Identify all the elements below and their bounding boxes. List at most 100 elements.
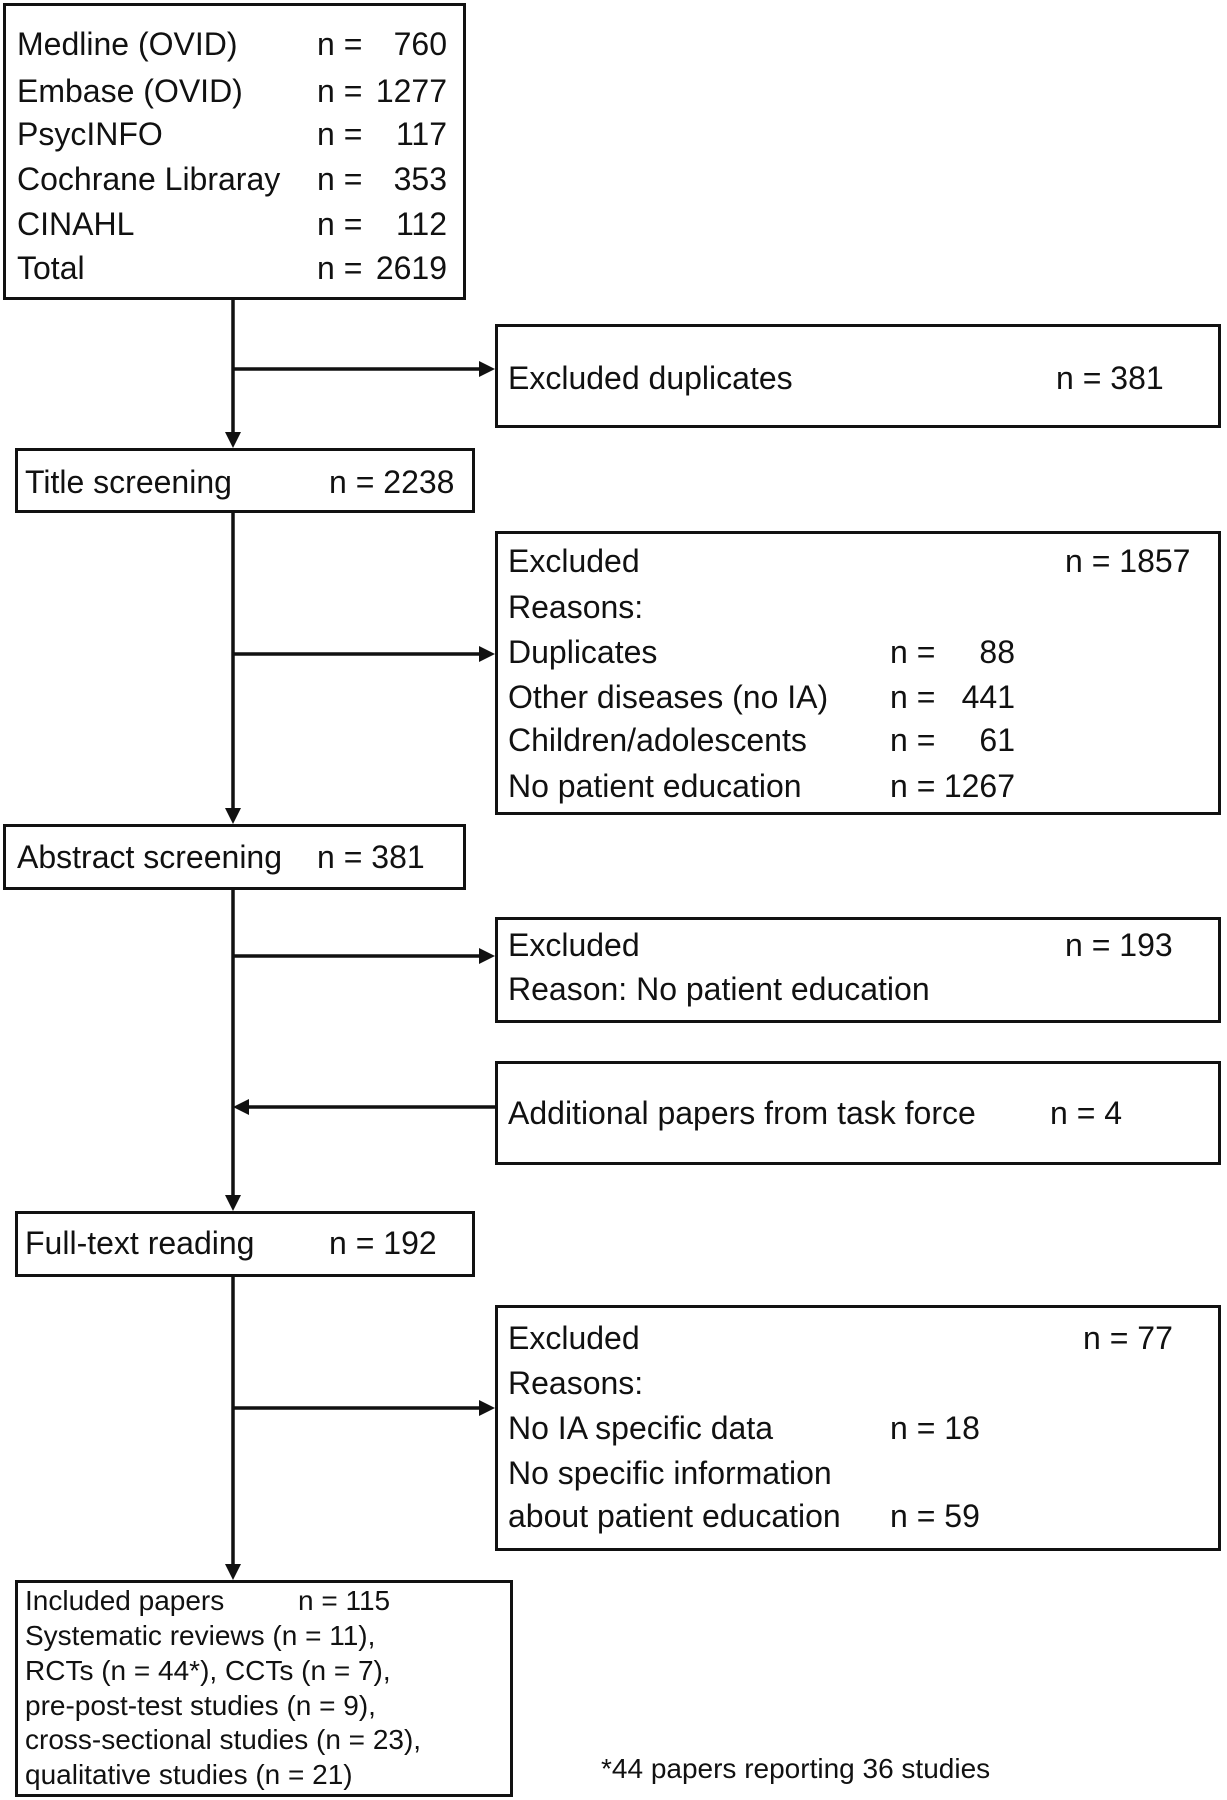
source-row: Embase (OVID) n = 1277 [6,71,463,111]
reason-label: Other diseases (no IA) [508,679,829,715]
source-count: 2619 [375,250,447,286]
included-line-text: pre-post-test studies (n = 9), [25,1690,376,1721]
included-count: n = 115 [298,1585,391,1616]
included-header-row: Included papers n = 115 [18,1584,510,1618]
reason-label: No patient education [508,768,802,804]
source-name: Cochrane Libraray [17,161,281,197]
included-papers-box: Included papers n = 115 Systematic revie… [15,1580,513,1797]
source-name: PsycINFO [17,116,163,152]
source-total-row: Total n = 2619 [6,248,463,288]
arrowhead-right [479,1400,495,1416]
included-line-text: cross-sectional studies (n = 23), [25,1724,422,1755]
title-screening-box: Title screening n = 2238 [15,448,475,513]
database-sources-box: Medline (OVID) n = 760 Embase (OVID) n =… [3,3,466,300]
reason-count: 61 [979,722,1015,758]
source-count: 760 [393,26,447,62]
reason-n-label: n = [890,722,936,758]
source-name: Medline (OVID) [17,26,238,62]
included-line: pre-post-test studies (n = 9), [18,1689,510,1723]
excluded-header-row: Excluded n = 77 [498,1318,1218,1358]
included-line: cross-sectional studies (n = 23), [18,1723,510,1757]
reason-label: Children/adolescents [508,722,807,758]
abstract-screening-box: Abstract screening n = 381 [3,824,466,890]
source-count: 117 [395,116,447,152]
reason-n-label: n = [890,634,936,670]
reason-row: Reason: No patient education [498,969,1218,1009]
fulltext-reading-count: n = 192 [329,1225,437,1261]
arrowhead-down [225,432,241,448]
source-n-label: n = [317,206,363,242]
reasons-heading: Reasons: [508,589,644,625]
arrowhead-right [479,361,495,377]
excluded-header-row: Excluded n = 1857 [498,541,1218,581]
reason-count: 1267 [943,768,1015,804]
footnote: *44 papers reporting 36 studies [601,1753,991,1784]
source-name: Total [17,250,85,286]
source-n-label: n = [317,116,363,152]
excluded-duplicates-label: Excluded duplicates [508,360,793,396]
arrowhead-right [479,948,495,964]
source-n-label: n = [317,161,363,197]
reason-label: No specific information [508,1455,832,1491]
reason-count: n = 18 [890,1410,980,1446]
reason-label: Duplicates [508,634,658,670]
included-line: Systematic reviews (n = 11), [18,1619,510,1653]
fulltext-reading-box: Full-text reading n = 192 [15,1211,475,1277]
arrowhead-down [225,1564,241,1580]
additional-papers-row: Additional papers from task force n = 4 [498,1093,1218,1133]
source-name: Embase (OVID) [17,73,243,109]
reason-row: Children/adolescents n = 61 [498,720,1218,760]
excluded-count: n = 193 [1065,927,1173,963]
source-row: PsycINFO n = 117 [6,114,463,154]
reason-count: 88 [979,634,1015,670]
reasons-heading-row: Reasons: [498,1363,1218,1403]
included-line-text: RCTs (n = 44*), CCTs (n = 7), [25,1655,391,1686]
source-row: Medline (OVID) n = 760 [6,24,463,64]
excluded-duplicates-box: Excluded duplicates n = 381 [495,324,1221,428]
source-count: 353 [393,161,447,197]
excluded-count: n = 77 [1083,1320,1173,1356]
excluded-label: Excluded [508,543,640,579]
excluded-duplicates-count: n = 381 [1056,360,1164,396]
abstract-screening-label: Abstract screening [17,839,283,875]
source-row: Cochrane Libraray n = 353 [6,159,463,199]
fulltext-excluded-box: Excluded n = 77 Reasons: No IA specific … [495,1305,1221,1551]
excluded-label: Excluded [508,927,640,963]
reason-row: about patient education n = 59 [498,1496,1218,1536]
reasons-heading: Reasons: [508,1365,644,1401]
excluded-header-row: Excluded n = 193 [498,925,1218,965]
title-screening-row: Title screening n = 2238 [18,462,472,502]
additional-papers-label: Additional papers from task force [508,1095,976,1131]
arrowhead-right [479,646,495,662]
included-line: RCTs (n = 44*), CCTs (n = 7), [18,1654,510,1688]
reason-row: Duplicates n = 88 [498,632,1218,672]
reason-row: No specific information [498,1453,1218,1493]
source-row: CINAHL n = 112 [6,204,463,244]
abstract-screening-count: n = 381 [317,839,425,875]
abstract-screening-row: Abstract screening n = 381 [6,837,463,877]
fulltext-reading-row: Full-text reading n = 192 [18,1223,472,1263]
arrowhead-down [225,808,241,824]
reason-row: No patient education n = 1267 [498,766,1218,806]
reason-n-label: n = [890,768,936,804]
reason-row: No IA specific data n = 18 [498,1408,1218,1448]
source-n-label: n = [317,26,363,62]
arrowhead-left [233,1099,249,1115]
source-n-label: n = [317,250,363,286]
excluded-label: Excluded [508,1320,640,1356]
source-count: 1277 [375,73,447,109]
included-line: qualitative studies (n = 21) [18,1758,510,1792]
abstract-excluded-box: Excluded n = 193 Reason: No patient educ… [495,917,1221,1023]
reason-n-label: n = [890,679,936,715]
title-excluded-box: Excluded n = 1857 Reasons: Duplicates n … [495,531,1221,815]
source-count: 112 [395,206,447,242]
included-line-text: qualitative studies (n = 21) [25,1759,353,1790]
reason-row: Other diseases (no IA) n = 441 [498,677,1218,717]
arrowhead-down [225,1195,241,1211]
reason-count: n = 59 [890,1498,980,1534]
reasons-heading-row: Reasons: [498,587,1218,627]
additional-papers-box: Additional papers from task force n = 4 [495,1061,1221,1165]
source-name: CINAHL [17,206,135,242]
excluded-count: n = 1857 [1065,543,1191,579]
